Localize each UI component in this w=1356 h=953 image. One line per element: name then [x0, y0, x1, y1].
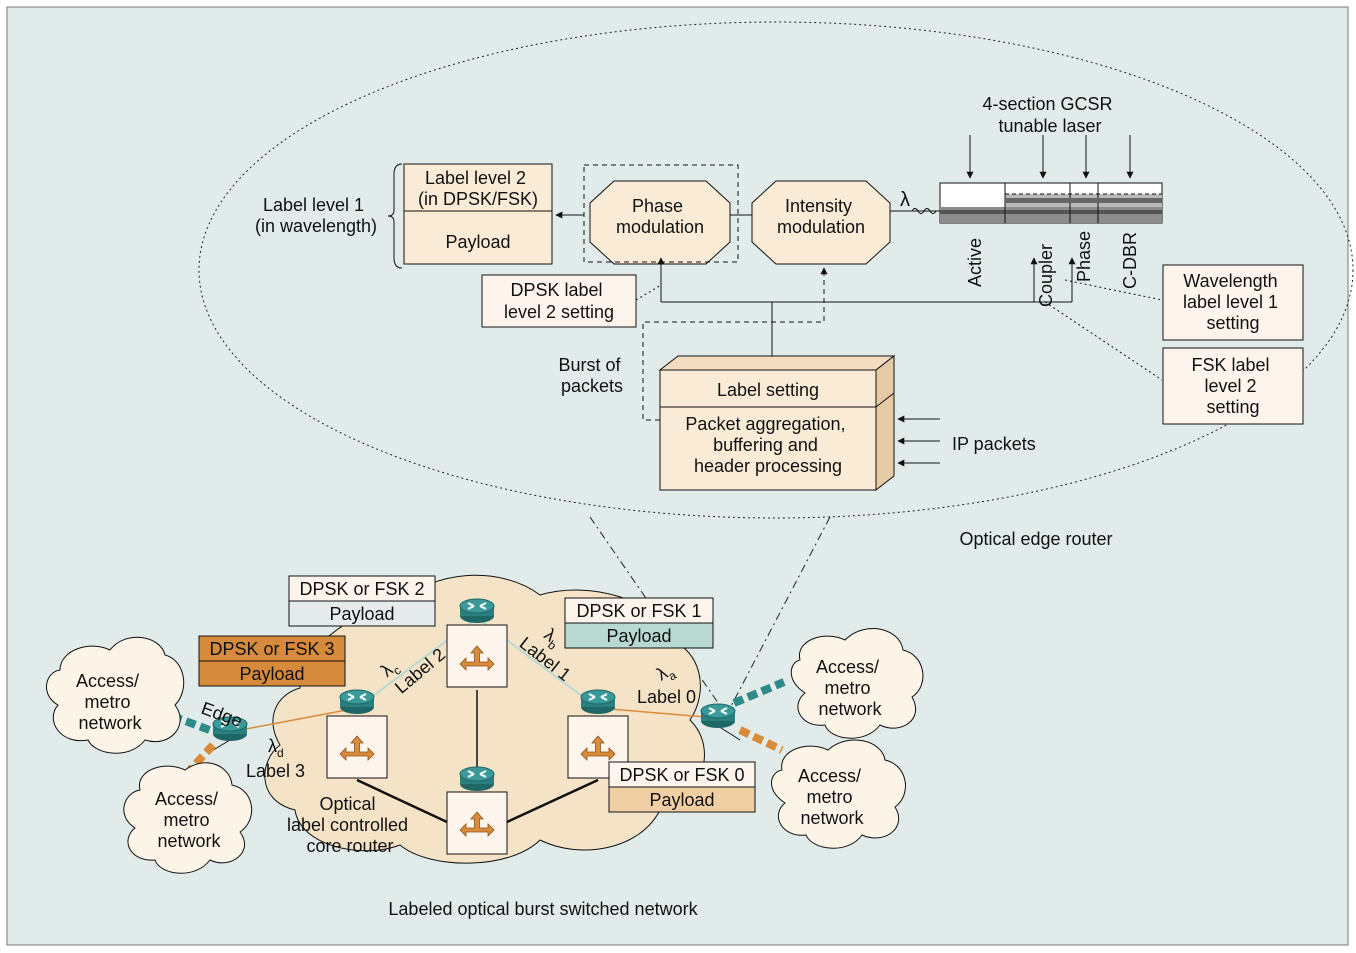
- link-edge-right-access: [717, 725, 741, 741]
- svg-text:Payload: Payload: [239, 664, 304, 684]
- packet-dpsk-fsk-2: DPSK or FSK 2 Payload: [288, 575, 436, 627]
- dpsk-setting-text: DPSK label level 2 setting: [504, 280, 614, 322]
- core-router-left: [326, 689, 388, 779]
- section-active: Active: [965, 238, 985, 287]
- svg-text:Payload: Payload: [606, 626, 671, 646]
- access-network-text: Access/ metro network: [816, 657, 884, 719]
- label-level1-brace: [387, 163, 403, 269]
- zoom-line-left: [589, 516, 724, 711]
- access-network-text: Access/ metro network: [76, 671, 144, 733]
- gcsr-laser: [939, 182, 1163, 224]
- intensity-modulation-block: [751, 180, 891, 265]
- svg-text:Payload: Payload: [329, 604, 394, 624]
- link-d: [229, 707, 358, 733]
- section-coupler: Coupler: [1036, 244, 1056, 307]
- dpsk-setting-box: [481, 274, 637, 328]
- access-network-text: Access/ metro network: [798, 766, 866, 828]
- core-router-label: Optical label controlled core router: [287, 794, 413, 856]
- wavelength-setting-box: [1162, 264, 1304, 341]
- edge-payload-text: Payload: [445, 232, 510, 252]
- access-link-orange-left: [187, 742, 216, 773]
- edge-router-right-icon: [700, 703, 736, 729]
- router-icon: [459, 598, 495, 624]
- fsk-setting-box: [1162, 347, 1304, 425]
- router-icon: [580, 689, 616, 715]
- svg-text:Payload: Payload: [649, 790, 714, 810]
- wavelength-callout-line: [1064, 279, 1163, 301]
- access-cloud-bottom-right: Access/ metro network: [771, 739, 906, 849]
- svg-text:λd: λd: [268, 736, 284, 760]
- edge-router-zoom-ellipse: [198, 21, 1354, 519]
- fsk-callout-line: [1044, 301, 1163, 381]
- link-a: [597, 707, 719, 719]
- section-cdbr: C-DBR: [1120, 232, 1140, 289]
- processing-box: [658, 354, 896, 492]
- access-link-orange-right: [738, 726, 784, 754]
- label-level2-text: Label level 2 (in DPSK/FSK): [418, 168, 538, 209]
- label-level1-text: Label level 1 (in wavelength): [255, 195, 377, 236]
- label-setting-text: Label setting: [717, 380, 819, 400]
- burst-path: [642, 267, 828, 421]
- wavelength-label-d: λd Label 3: [246, 736, 305, 781]
- lambda-symbol: λ: [900, 189, 910, 211]
- fsk-setting-text: FSK label level 2 setting: [1191, 355, 1274, 417]
- link-bottom-left: [356, 778, 448, 824]
- laser-title: 4-section GCSR tunable laser: [982, 94, 1117, 136]
- svg-text:DPSK or FSK 0: DPSK or FSK 0: [619, 765, 744, 785]
- ip-packets-text: IP packets: [952, 434, 1036, 454]
- packet-dpsk-fsk-1: DPSK or FSK 1 Payload: [564, 597, 714, 649]
- access-cloud-top-left: Access/ metro network: [46, 636, 185, 754]
- phase-modulation-block: [589, 180, 731, 265]
- core-router-bottom: [446, 766, 508, 855]
- label-payload-box: [403, 163, 553, 265]
- intensity-mod-label: Intensity modulation: [777, 196, 865, 237]
- access-network-text: Access/ metro network: [155, 789, 223, 851]
- svg-text:DPSK or FSK 2: DPSK or FSK 2: [299, 579, 424, 599]
- wavelength-setting-text: Wavelength label level 1 setting: [1183, 271, 1283, 333]
- access-cloud-bottom-left: Access/ metro network: [123, 762, 253, 874]
- svg-text:DPSK or FSK 3: DPSK or FSK 3: [209, 639, 334, 659]
- edge-router-caption: Optical edge router: [959, 529, 1112, 549]
- core-router-top: [446, 598, 508, 688]
- router-icon: [459, 766, 495, 792]
- packet-dpsk-fsk-3: DPSK or FSK 3 Payload: [198, 635, 346, 687]
- phase-mod-label: Phase modulation: [616, 196, 704, 237]
- access-cloud-top-right: Access/ metro network: [790, 628, 924, 739]
- svg-text:Label 3: Label 3: [246, 761, 305, 781]
- burst-text: Burst of packets: [558, 355, 625, 396]
- router-icon: [339, 689, 375, 715]
- network-caption: Labeled optical burst switched network: [388, 899, 698, 919]
- packet-dpsk-fsk-0: DPSK or FSK 0 Payload: [608, 761, 756, 813]
- link-bottom-right: [506, 778, 599, 824]
- section-phase: Phase: [1074, 231, 1094, 282]
- svg-text:Label 0: Label 0: [637, 687, 696, 707]
- aggregation-text: Packet aggregation, buffering and header…: [685, 414, 850, 476]
- access-link-teal-right: [732, 678, 786, 707]
- zoom-line-right: [727, 516, 831, 713]
- svg-text:DPSK or FSK 1: DPSK or FSK 1: [576, 601, 701, 621]
